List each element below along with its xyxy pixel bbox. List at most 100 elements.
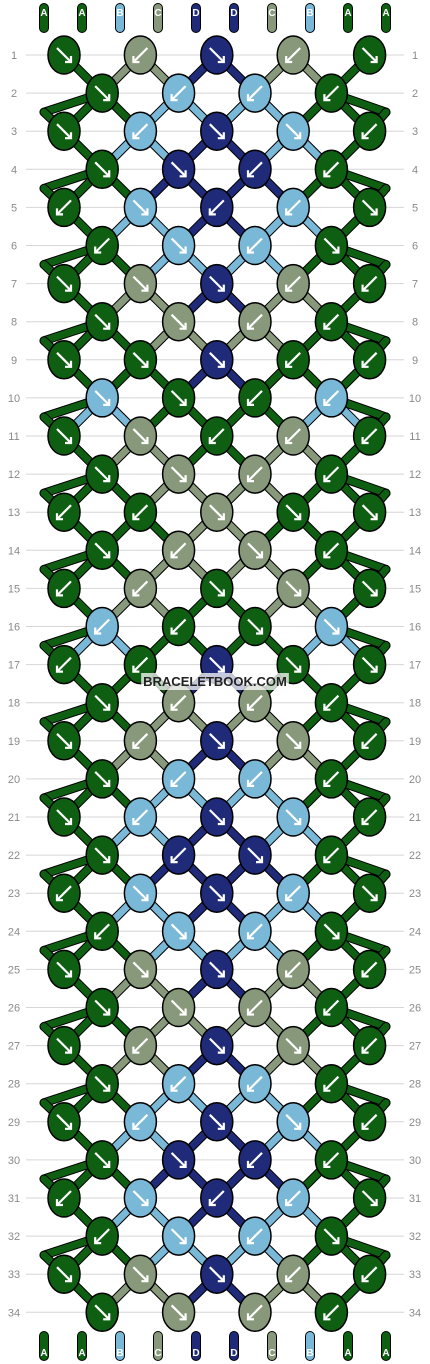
knot-arrow-head (323, 1313, 331, 1321)
knot (85, 759, 119, 799)
knot-arrow-head (103, 94, 111, 102)
knot-arrow-shaft (170, 847, 187, 863)
row-number-right: 33 (409, 1269, 421, 1281)
knot (85, 987, 119, 1028)
knot-arrow-head (141, 360, 149, 368)
knot-arrow-head (294, 665, 302, 673)
knot-arrow-shaft (170, 313, 187, 330)
row-number-left: 14 (8, 545, 20, 557)
knot-arrow-shaft (285, 961, 301, 978)
knot (238, 454, 272, 494)
knot (47, 1102, 81, 1142)
knot-arrow-head (170, 779, 178, 788)
knot-arrow-shaft (170, 1304, 187, 1321)
knot (238, 911, 272, 952)
knot (238, 225, 272, 266)
knot-arrow-head (217, 1046, 225, 1054)
knot-arrow-head (103, 856, 111, 864)
row-number-right: 26 (409, 1003, 421, 1015)
knot (314, 1063, 349, 1104)
knot (85, 835, 119, 875)
knot-arrow-shaft (170, 390, 187, 406)
knot-arrow-head (246, 779, 254, 788)
knot-arrow-head (179, 932, 187, 940)
knot (238, 1216, 272, 1256)
knot-arrow-head (179, 1313, 187, 1321)
knot (47, 721, 81, 761)
knot-arrow-head (170, 1084, 178, 1092)
knot-arrow-head (103, 170, 111, 178)
knot-arrow-head (179, 322, 187, 330)
knot (85, 149, 119, 190)
row-number-left: 34 (8, 1307, 20, 1319)
knot-arrow-shaft (285, 428, 301, 444)
row-number-left: 31 (8, 1193, 20, 1205)
knot-arrow-head (179, 475, 187, 483)
knot (200, 797, 234, 837)
knot-grid (47, 35, 387, 1333)
top-strand-label: A (382, 8, 389, 19)
knot (352, 1254, 387, 1294)
knot-arrow-head (285, 360, 293, 368)
knot-arrow-shaft (285, 656, 301, 673)
row-number-left: 12 (8, 469, 20, 481)
knot-arrow-shaft (94, 618, 110, 635)
knot-arrow-head (141, 208, 149, 216)
knot-arrow-shaft (247, 694, 263, 711)
row-number-right: 28 (409, 1079, 421, 1091)
knot (123, 111, 158, 151)
knot-arrow-shaft (323, 1075, 340, 1092)
knot-arrow-head (179, 1237, 187, 1245)
row-number-right: 31 (409, 1193, 421, 1205)
knot-arrow-shaft (209, 580, 225, 597)
knot (123, 1025, 158, 1066)
bottom-strand-label: C (268, 1348, 275, 1359)
row-number-right: 23 (409, 888, 421, 900)
bottom-strand-label: B (116, 1348, 123, 1359)
knot-arrow-head (132, 56, 140, 64)
knot (85, 911, 119, 952)
knot-arrow-head (132, 513, 140, 521)
knot (352, 721, 387, 761)
row-number-right: 20 (409, 774, 421, 786)
knot (47, 797, 81, 837)
knot-arrow-shaft (170, 1075, 187, 1092)
bottom-strand-label: D (230, 1348, 237, 1359)
knot (238, 149, 272, 190)
knot-arrow-shaft (132, 885, 149, 901)
knot-arrow-head (217, 360, 225, 368)
knot-arrow-shaft (170, 542, 187, 559)
knot (123, 1178, 158, 1218)
knot (238, 73, 272, 113)
knot-arrow-shaft (170, 161, 187, 178)
knot (47, 568, 81, 609)
knot-arrow-head (217, 818, 225, 826)
knot-arrow-shaft (247, 313, 263, 330)
knot (314, 454, 349, 494)
knot-arrow-head (208, 437, 216, 445)
knot-arrow-head (55, 208, 63, 216)
knot-arrow-head (65, 132, 73, 140)
knot (47, 1254, 81, 1294)
knot-arrow-head (217, 284, 225, 292)
knot-arrow-shaft (247, 923, 263, 940)
bottom-strand-label: A (344, 1348, 351, 1359)
knot (276, 1025, 310, 1066)
top-strand-label: B (116, 8, 123, 19)
knot (276, 797, 310, 837)
knot-arrow-shaft (56, 275, 72, 292)
knot (238, 682, 272, 723)
knot-arrow-head (217, 56, 225, 64)
knot-arrow-head (246, 1160, 254, 1169)
knot-arrow-shaft (323, 1152, 340, 1168)
knot-arrow-shaft (209, 1266, 225, 1282)
knot-arrow-shaft (209, 733, 225, 749)
knot-arrow-head (323, 703, 331, 711)
knot-arrow-shaft (361, 885, 378, 901)
knot-arrow-shaft (94, 1075, 110, 1092)
knot (238, 1292, 272, 1333)
knot-arrow-shaft (323, 85, 340, 101)
knot-arrow-shaft (56, 1114, 72, 1130)
knot-arrow-shaft (285, 809, 301, 825)
knot-arrow-head (65, 284, 73, 292)
